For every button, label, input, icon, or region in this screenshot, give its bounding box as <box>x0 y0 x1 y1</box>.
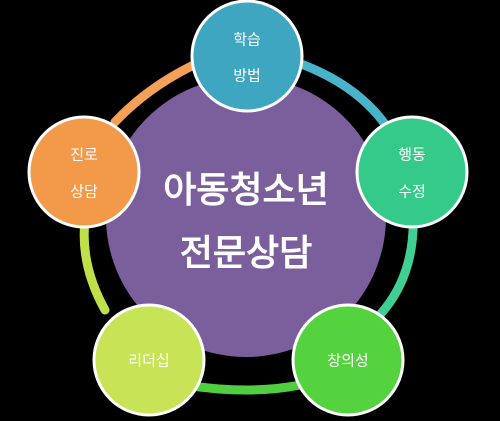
node-creativity-circle <box>291 303 405 417</box>
node-study-method-circle <box>190 0 304 113</box>
node-study-method-line2: 방법 <box>233 67 261 85</box>
node-career-counseling-line1: 진로 <box>70 146 98 164</box>
node-behavior-modification-line1: 행동 <box>398 146 426 164</box>
node-behavior-modification: 행동 수정 <box>355 115 469 229</box>
node-leadership-circle <box>92 303 206 417</box>
node-behavior-modification-line2: 수정 <box>398 183 426 201</box>
node-leadership-label: 리더십 <box>128 352 169 370</box>
center-circle <box>106 77 386 357</box>
node-creativity: 창의성 <box>291 303 405 417</box>
node-career-counseling-line2: 상담 <box>70 183 98 201</box>
node-career-counseling: 진로 상담 <box>27 115 141 229</box>
node-study-method-line1: 학습 <box>233 31 261 49</box>
node-career-counseling-circle <box>27 115 141 229</box>
ring-arc-leadership-to-career <box>79 215 110 315</box>
center-node: 아동청소년 전문상담 <box>106 77 386 357</box>
node-behavior-modification-circle <box>355 115 469 229</box>
ring-arc-creativity-to-leadership <box>180 380 305 395</box>
node-study-method: 학습 방법 <box>190 0 304 113</box>
node-creativity-label: 창의성 <box>327 352 368 370</box>
ring-arc-career-to-study <box>110 57 205 127</box>
center-title-line2: 전문상담 <box>180 233 312 274</box>
center-title-line1: 아동청소년 <box>163 170 329 211</box>
node-leadership: 리더십 <box>92 303 206 417</box>
